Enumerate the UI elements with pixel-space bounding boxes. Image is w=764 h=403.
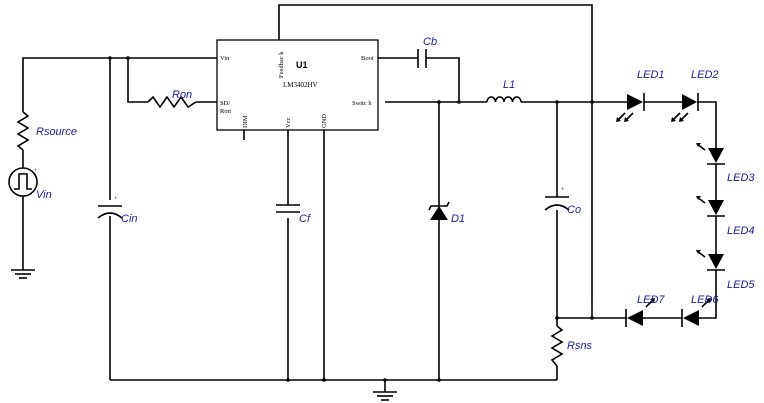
cf-label: Cf [299,213,311,225]
led1-label: LED1 [637,69,665,81]
capacitor-cin: + Cin [97,195,138,225]
vin-label: Vin [36,189,52,201]
led2-label: LED2 [691,69,719,81]
led-6: LED6 [681,294,719,327]
rsource-label: Rsource [36,126,77,138]
led3-label: LED3 [727,172,755,184]
pin-boot-label: Boot [361,55,374,62]
led6-label: LED6 [691,294,719,306]
pin-dim-label: DIM [242,115,249,128]
ron-label: Ron [172,89,192,101]
resistor-rsns: Rsns [550,325,593,367]
pin-ron-label: Ron [220,108,232,115]
wires [22,4,717,392]
d1-label: D1 [451,213,465,225]
led-3: LED3 [696,143,755,184]
led-1: LED1 [616,69,665,122]
ground-icon [373,391,397,401]
led7-label: LED7 [637,294,665,306]
ic-u1: U1 LM3402HV Vin SD/ Ron Boot Switc h Fee… [216,39,379,131]
pin-gnd-label: GND [321,114,328,128]
pin-sd-label: SD/ [220,100,230,107]
led-2: LED2 [671,69,719,122]
vin-polarity: + [34,167,38,174]
led-5: LED5 [696,250,755,291]
cin-polarity: + [114,195,118,202]
led5-label: LED5 [727,279,755,291]
diode-d1: D1 [428,201,465,225]
rsns-label: Rsns [567,340,593,352]
pin-switch-label: Switc h [352,100,372,107]
resistor-ron: Ron [147,89,197,109]
pin-vcc-label: Vcc [285,117,292,128]
led4-label: LED4 [727,225,755,237]
capacitor-co: + Co [544,186,581,216]
cb-label: Cb [423,36,437,48]
l1-label: L1 [503,79,515,91]
resistor-rsource: Rsource [16,111,77,151]
capacitor-cb: Cb [417,36,437,68]
co-label: Co [567,204,581,216]
junctions [108,56,594,382]
ground-icon [11,269,35,279]
co-polarity: + [561,186,565,193]
cin-label: Cin [121,213,138,225]
ic-part: LM3402HV [283,81,318,89]
pin-vin-label: Vin [220,55,230,62]
pin-feedback-label: Feedbac k [278,51,285,78]
led-4: LED4 [696,196,755,237]
voltage-source-vin: + Vin [8,167,52,201]
ic-ref: U1 [296,60,308,70]
capacitor-cf: Cf [276,204,311,225]
inductor-l1: L1 [486,79,522,103]
led-7: LED7 [625,294,665,327]
